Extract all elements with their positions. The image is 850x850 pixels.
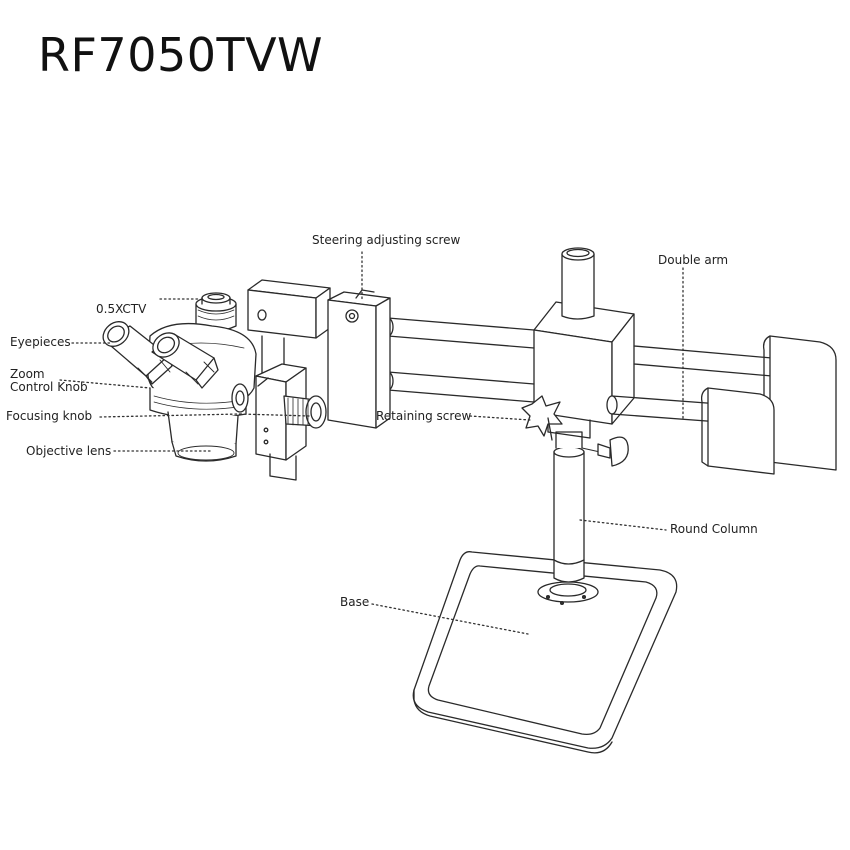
focusing-knob-drawing bbox=[283, 395, 327, 429]
leader-base bbox=[371, 603, 529, 635]
base-plate bbox=[412, 551, 678, 754]
round-column bbox=[553, 431, 585, 583]
arm-end-frame bbox=[247, 279, 391, 429]
leader-retaining-screw bbox=[469, 415, 531, 421]
label-zoom-knob: Zoom Control Knob bbox=[10, 368, 88, 394]
leader-round-column bbox=[579, 519, 667, 531]
label-focusing-knob: Focusing knob bbox=[6, 409, 93, 423]
label-double-arm: Double arm bbox=[658, 253, 729, 267]
label-eyepieces: Eyepieces bbox=[10, 335, 71, 349]
retaining-screw-knob bbox=[521, 395, 563, 441]
label-objective-lens: Objective lens bbox=[26, 444, 112, 458]
leader-zoom-knob bbox=[59, 379, 151, 389]
column-lock-screw bbox=[581, 436, 629, 467]
label-ctv: 0.5XCTV bbox=[96, 302, 147, 316]
leader-focusing-knob bbox=[99, 413, 241, 418]
central-clamp-block bbox=[533, 247, 635, 439]
leader-focusing-knob-ext bbox=[239, 413, 311, 417]
eyepieces-drawing bbox=[102, 321, 219, 389]
label-steering-screw: Steering adjusting screw bbox=[312, 233, 461, 247]
label-round-column: Round Column bbox=[670, 522, 758, 536]
page-title: RF7050TVW bbox=[38, 28, 324, 82]
microscope-head bbox=[147, 292, 257, 462]
label-zoom-line2: Control Knob bbox=[10, 380, 88, 394]
focus-mount-bracket bbox=[255, 335, 307, 481]
label-retaining-screw: Retaining screw bbox=[376, 409, 472, 423]
label-zoom-line1: Zoom bbox=[10, 367, 45, 381]
counterweights bbox=[700, 335, 837, 475]
leader-lines bbox=[59, 251, 684, 635]
label-base: Base bbox=[340, 595, 370, 609]
